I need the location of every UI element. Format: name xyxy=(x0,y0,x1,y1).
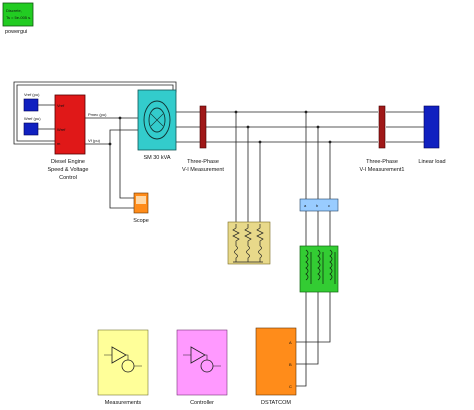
junction-dot xyxy=(118,116,122,120)
vi-measurement-block[interactable]: Three-Phase V-I Measurement xyxy=(182,105,224,173)
powergui-block[interactable]: Discrete, Ts = 5e-005 s. powergui xyxy=(2,2,34,35)
machine-rotor-icon xyxy=(148,107,166,133)
junction-dot xyxy=(258,140,262,144)
dstatcom-block[interactable]: A B C DSTATCOM xyxy=(255,327,297,406)
wires xyxy=(13,81,424,387)
subsystem-wire-icon xyxy=(104,354,142,367)
dstatcom-label: DSTATCOM xyxy=(261,400,291,406)
tr-dstat-a[interactable] xyxy=(296,292,331,343)
engine-label-1: Diesel Engine xyxy=(51,159,85,165)
junction-dot xyxy=(304,110,308,114)
transformer-block[interactable] xyxy=(299,245,339,293)
meas1-label-2: V-I Measurement xyxy=(182,167,224,173)
controller-label: Controller xyxy=(190,400,214,406)
measurements-block[interactable]: Measurements xyxy=(97,329,149,406)
subsystem-wire-icon xyxy=(183,354,221,367)
engine-label-2: Speed & Voltage xyxy=(48,167,89,173)
engine-port-m: m xyxy=(57,141,61,146)
synchronous-machine-block[interactable]: SM 30 kVA xyxy=(137,89,177,161)
meas1-label-1: Three-Phase xyxy=(187,159,219,165)
powergui-line1: Discrete, xyxy=(6,8,22,13)
scope-screen-icon xyxy=(136,196,146,204)
meas2-label-2: V-I Measurement1 xyxy=(360,167,405,173)
meas2-label-1: Three-Phase xyxy=(366,159,398,165)
tr-dstat-c[interactable] xyxy=(296,292,307,387)
engine-port-wref: Wref xyxy=(57,127,66,132)
junction-dot xyxy=(234,110,238,114)
transformer-coil-icon xyxy=(305,249,336,284)
scope-block[interactable]: Scope xyxy=(133,192,149,224)
rl-filter-block[interactable] xyxy=(227,221,271,265)
engine-label-3: Control xyxy=(59,175,77,181)
powergui-label: powergui xyxy=(5,29,27,35)
junction-dot xyxy=(316,125,320,129)
scope-wire-1[interactable] xyxy=(119,118,134,199)
junction-dot xyxy=(108,142,112,146)
dstatcom-port-c: C xyxy=(289,384,292,389)
breaker-port-b: b xyxy=(316,203,319,208)
machine-winding-icon xyxy=(150,113,164,127)
diesel-engine-block[interactable]: Vref Wref m Pmec (pu) Vf (pu) Diesel Eng… xyxy=(48,94,108,181)
engine-port-pmec: Pmec (pu) xyxy=(88,112,107,117)
breaker-port-a: a xyxy=(304,203,307,208)
machine-label: SM 30 kVA xyxy=(143,155,170,161)
scope-label: Scope xyxy=(133,218,149,224)
dstatcom-port-b: B xyxy=(289,362,292,367)
vref-label: Vref (pu) xyxy=(24,92,40,97)
linear-load-block[interactable]: Linear load xyxy=(418,105,446,165)
wref-label: Wref (pu) xyxy=(24,116,41,121)
vf-wire[interactable] xyxy=(85,129,138,145)
scope-wire-2[interactable] xyxy=(109,144,134,209)
measurements-label: Measurements xyxy=(105,400,142,406)
vref-source[interactable]: Vref (pu) xyxy=(23,92,40,112)
vi-measurement1-block[interactable]: Three-Phase V-I Measurement1 xyxy=(360,105,405,173)
breaker-block[interactable]: a b c xyxy=(299,198,339,212)
engine-port-vf: Vf (pu) xyxy=(88,138,101,143)
machine-stator-icon xyxy=(143,100,171,140)
junctions xyxy=(108,110,332,146)
junction-dot xyxy=(246,125,250,129)
controller-block[interactable]: Controller xyxy=(176,329,228,406)
dstatcom-port-a: A xyxy=(289,340,292,345)
linear-load-label: Linear load xyxy=(418,159,445,165)
powergui-line2: Ts = 5e-005 s. xyxy=(6,15,31,20)
junction-dot xyxy=(328,140,332,144)
wref-source[interactable]: Wref (pu) xyxy=(23,116,41,136)
rl-branch-icon xyxy=(232,224,264,263)
breaker-port-c: c xyxy=(328,203,330,208)
tr-dstat-b[interactable] xyxy=(296,292,319,365)
engine-port-vref: Vref xyxy=(57,103,65,108)
